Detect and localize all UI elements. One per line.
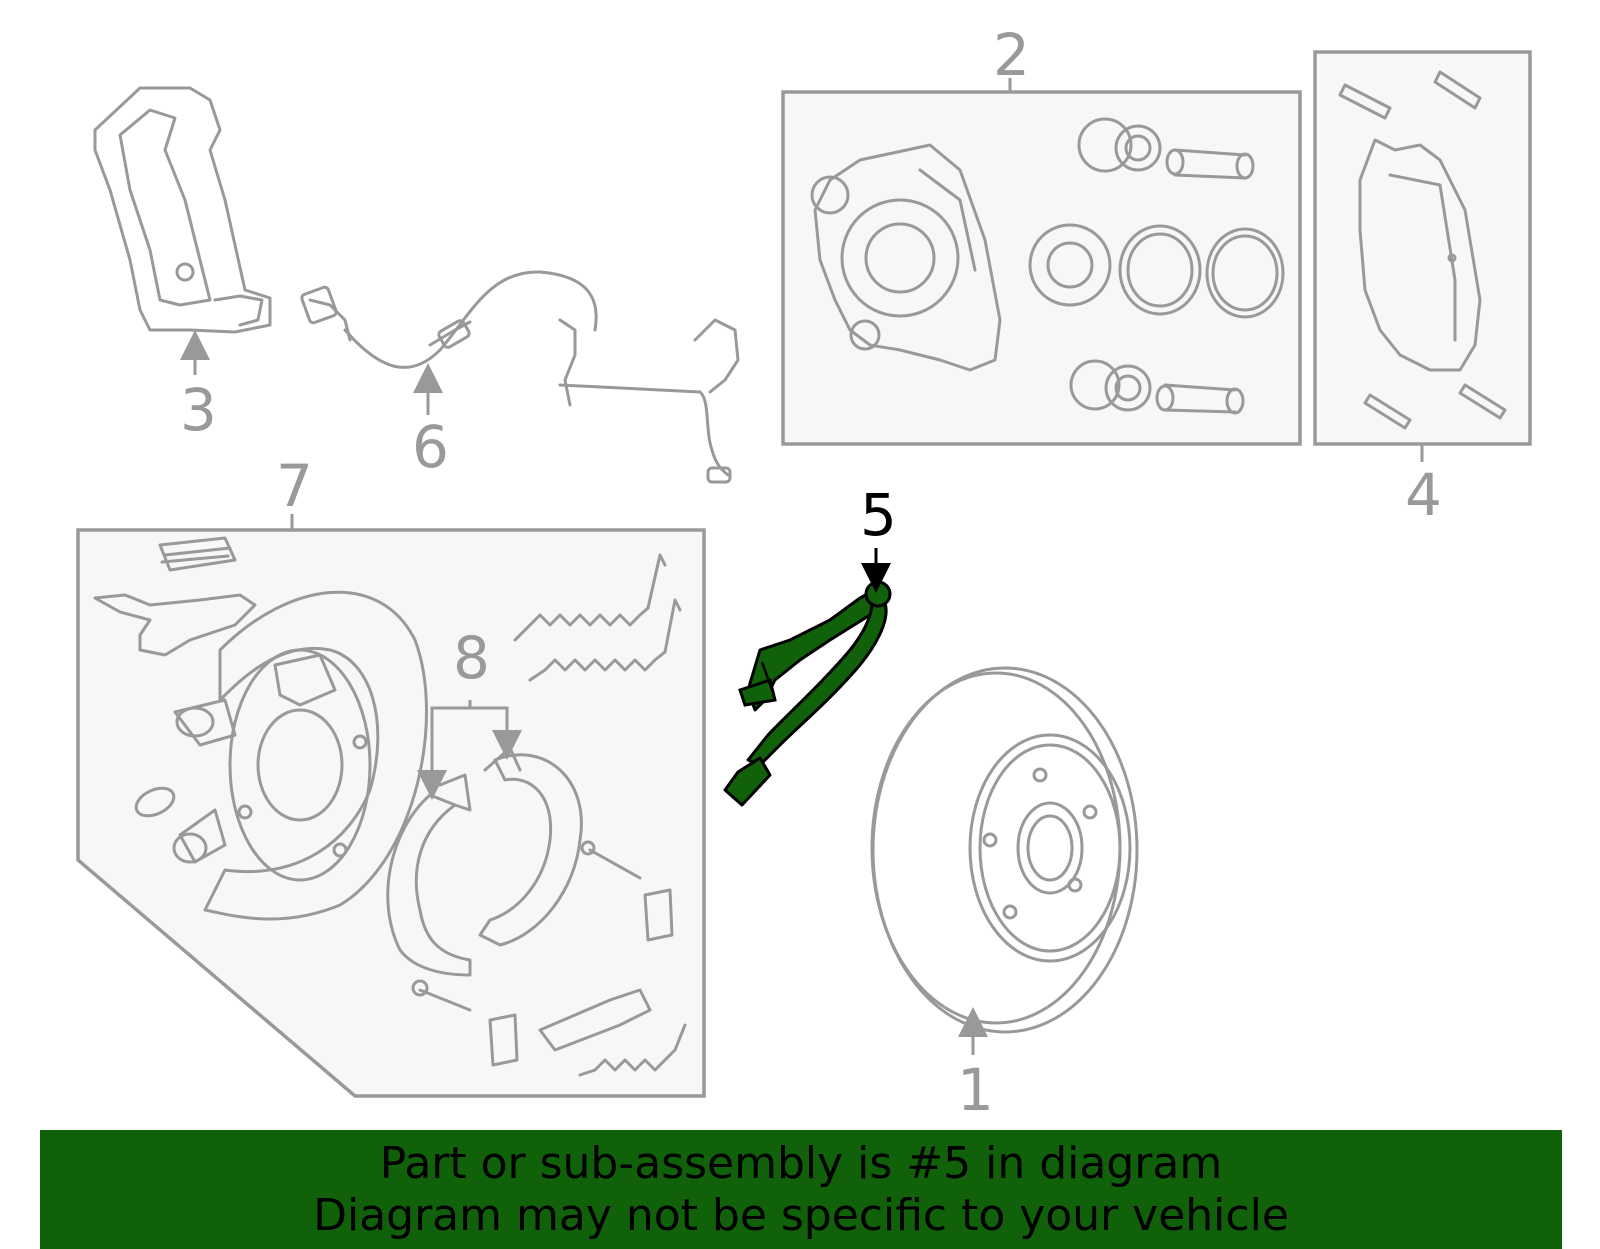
callout-5: 5 bbox=[860, 481, 897, 549]
backing-plate-frame bbox=[76, 528, 706, 1098]
callout-6: 6 bbox=[412, 413, 449, 481]
callout-2: 2 bbox=[993, 21, 1030, 89]
callout-1: 1 bbox=[957, 1056, 994, 1124]
callout-8: 8 bbox=[453, 624, 490, 692]
banner-line-2: Diagram may not be specific to your vehi… bbox=[313, 1190, 1289, 1241]
info-banner: Part or sub-assembly is #5 in diagram Di… bbox=[40, 1130, 1562, 1249]
callout-3: 3 bbox=[180, 376, 217, 444]
callout-4: 4 bbox=[1405, 461, 1442, 529]
brake-pads-part[interactable] bbox=[1338, 70, 1507, 430]
brake-rotor-part[interactable] bbox=[870, 666, 1139, 1034]
brake-hose-part[interactable] bbox=[723, 580, 892, 807]
wheel-speed-sensor-part[interactable] bbox=[300, 270, 740, 484]
caliper-kit-part[interactable] bbox=[810, 117, 1285, 415]
leader-8 bbox=[417, 700, 472, 800]
parking-brake-shoes-part[interactable] bbox=[386, 746, 687, 1077]
caliper-bracket-part[interactable] bbox=[93, 86, 272, 334]
leader-8b bbox=[470, 706, 522, 760]
backing-plate-part[interactable] bbox=[93, 536, 682, 921]
callout-7: 7 bbox=[276, 452, 313, 520]
banner-line-1: Part or sub-assembly is #5 in diagram bbox=[379, 1138, 1223, 1189]
caliper-kit-frame bbox=[781, 90, 1302, 446]
brake-pads-frame bbox=[1313, 50, 1532, 446]
